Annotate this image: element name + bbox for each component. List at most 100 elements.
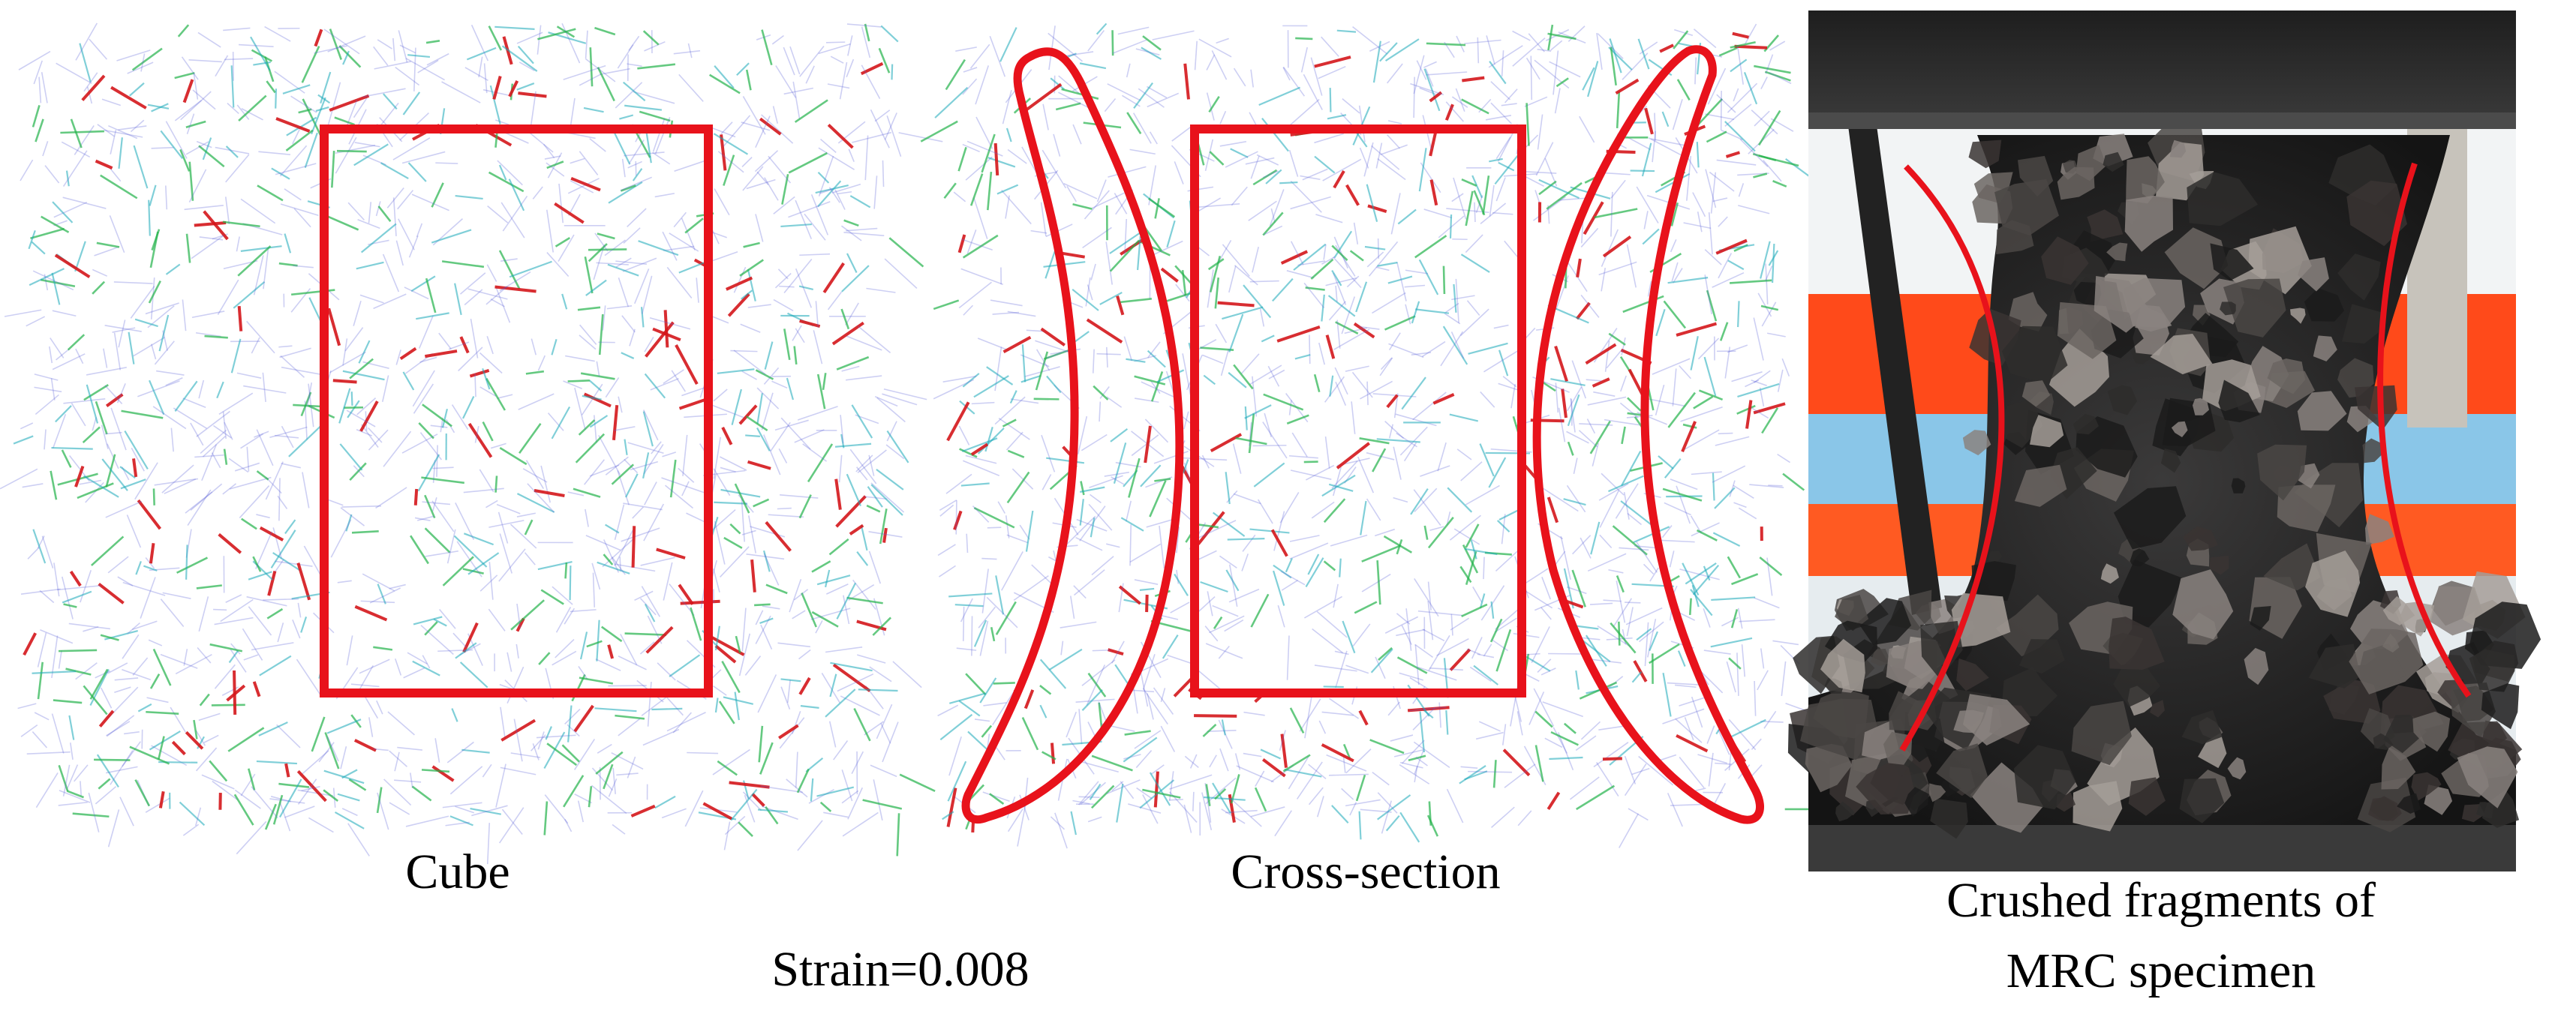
bond-segment bbox=[1659, 44, 1674, 53]
bond-segment bbox=[1641, 142, 1652, 177]
bond-segment bbox=[1200, 346, 1234, 352]
bond-segment bbox=[742, 791, 762, 812]
bond-segment bbox=[1160, 688, 1166, 703]
bond-segment bbox=[1761, 407, 1779, 434]
bond-segment bbox=[198, 145, 225, 168]
bond-segment bbox=[1113, 442, 1127, 484]
bond-segment bbox=[1007, 808, 1023, 832]
bond-segment bbox=[946, 401, 970, 442]
bond-segment bbox=[414, 517, 431, 521]
bond-segment bbox=[612, 824, 626, 835]
bond-segment bbox=[1105, 346, 1108, 368]
bond-segment bbox=[499, 533, 512, 574]
rock-fragment bbox=[2073, 413, 2099, 435]
bond-segment bbox=[1333, 328, 1370, 350]
bond-segment bbox=[356, 398, 377, 416]
bond-segment bbox=[32, 270, 74, 291]
bond-segment bbox=[763, 367, 780, 385]
cube-label: Cube bbox=[405, 844, 510, 899]
bond-segment bbox=[1494, 153, 1519, 185]
bond-segment bbox=[1312, 628, 1344, 654]
bond-segment bbox=[1077, 416, 1088, 455]
bond-segment bbox=[1712, 272, 1745, 288]
bond-segment bbox=[1488, 45, 1523, 68]
bond-segment bbox=[32, 104, 41, 128]
bond-segment bbox=[1218, 645, 1230, 659]
bond-segment bbox=[451, 404, 469, 430]
bond-segment bbox=[1329, 375, 1334, 397]
bond-segment bbox=[579, 334, 597, 350]
bond-segment bbox=[1763, 160, 1782, 182]
bond-segment bbox=[469, 369, 490, 378]
rock-fragment bbox=[1963, 694, 2030, 746]
bond-segment bbox=[148, 639, 163, 646]
bond-segment bbox=[329, 94, 370, 112]
bond-segment bbox=[501, 45, 538, 72]
bond-segment bbox=[272, 794, 284, 825]
bond-segment bbox=[1440, 331, 1464, 367]
bond-segment bbox=[263, 248, 269, 290]
bond-segment bbox=[336, 149, 367, 153]
bond-segment bbox=[240, 773, 256, 796]
bond-segment bbox=[1479, 593, 1486, 609]
bond-segment bbox=[1220, 348, 1230, 376]
bond-segment bbox=[682, 434, 688, 476]
bond-segment bbox=[899, 773, 936, 792]
bond-segment bbox=[1156, 369, 1185, 383]
bond-segment bbox=[63, 603, 77, 608]
bond-segment bbox=[644, 337, 654, 352]
bond-segment bbox=[13, 435, 34, 445]
bond-segment bbox=[1346, 275, 1360, 288]
bond-segment bbox=[1087, 672, 1107, 698]
bond-segment bbox=[1450, 617, 1470, 631]
bond-segment bbox=[1087, 816, 1102, 823]
bond-segment bbox=[185, 544, 188, 580]
rock-fragment bbox=[2382, 596, 2415, 626]
bond-segment bbox=[1495, 136, 1511, 160]
bond-segment bbox=[237, 245, 272, 277]
bond-segment bbox=[527, 483, 555, 513]
bond-segment bbox=[960, 598, 973, 622]
bond-segment bbox=[652, 152, 671, 165]
bond-segment bbox=[882, 160, 885, 188]
bond-segment bbox=[1712, 532, 1741, 548]
bond-segment bbox=[1753, 172, 1768, 178]
bond-segment bbox=[1558, 407, 1566, 442]
bond-segment bbox=[762, 605, 780, 610]
bond-segment bbox=[192, 89, 216, 110]
bond-segment bbox=[798, 649, 811, 660]
bond-segment bbox=[1590, 521, 1601, 555]
bond-segment bbox=[1233, 364, 1254, 390]
bond-segment bbox=[1202, 354, 1224, 364]
bond-segment bbox=[197, 646, 212, 664]
bond-segment bbox=[170, 428, 174, 452]
bond-segment bbox=[855, 454, 873, 472]
bond-segment bbox=[1697, 338, 1720, 360]
bond-segment bbox=[1753, 317, 1764, 361]
bond-segment bbox=[1585, 343, 1617, 365]
bond-segment bbox=[1316, 796, 1324, 818]
bond-segment bbox=[1357, 456, 1375, 494]
bond-segment bbox=[131, 447, 145, 472]
bond-segment bbox=[459, 662, 488, 688]
rock-fragment bbox=[2457, 746, 2518, 808]
bond-segment bbox=[1540, 486, 1579, 512]
bond-segment bbox=[323, 28, 360, 55]
bond-segment bbox=[1081, 688, 1103, 711]
bond-segment bbox=[124, 731, 140, 735]
bond-segment bbox=[1592, 442, 1599, 466]
bond-segment bbox=[1670, 478, 1698, 490]
bond-segment bbox=[106, 721, 131, 736]
bond-segment bbox=[451, 708, 458, 722]
bond-segment bbox=[1366, 251, 1384, 268]
bond-segment bbox=[182, 299, 187, 332]
bond-segment bbox=[1305, 286, 1325, 291]
bond-segment bbox=[240, 433, 264, 449]
bond-segment bbox=[152, 406, 187, 430]
bond-segment bbox=[1090, 784, 1115, 809]
bond-segment bbox=[872, 616, 892, 636]
bond-segment bbox=[1423, 68, 1441, 112]
bond-segment bbox=[1768, 250, 1779, 266]
bond-segment bbox=[544, 794, 569, 824]
bond-segment bbox=[962, 373, 980, 388]
